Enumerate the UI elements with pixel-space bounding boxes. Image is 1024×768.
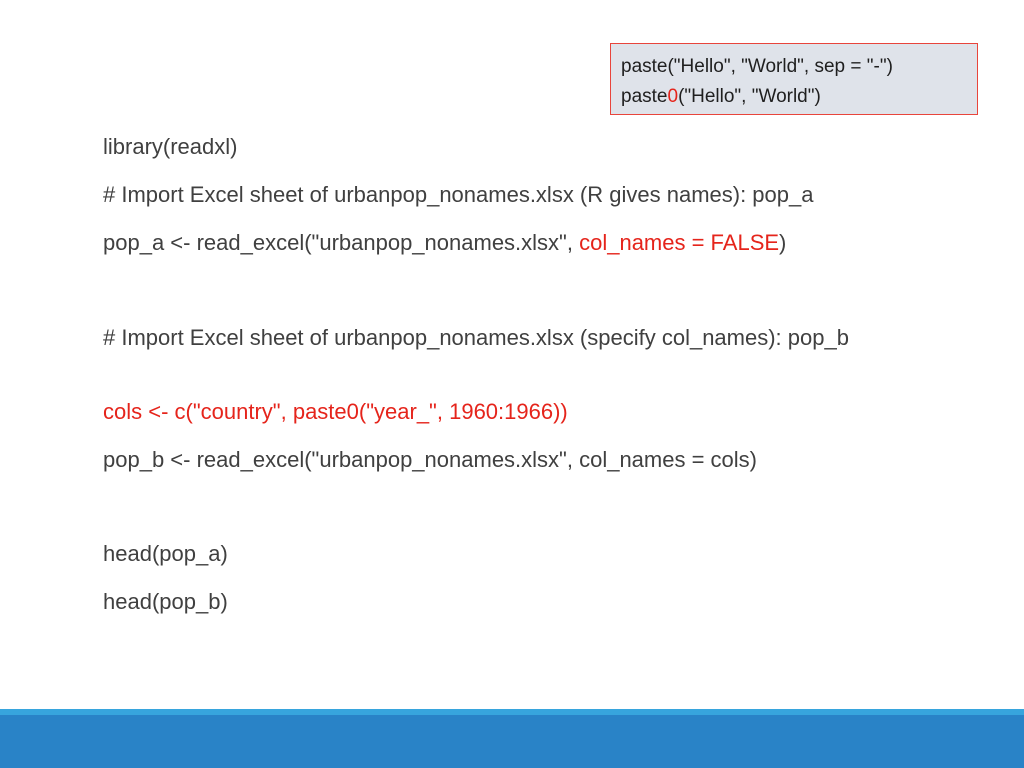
code-pop-a-suffix: ) bbox=[779, 230, 787, 255]
footer-bar bbox=[0, 709, 1024, 768]
paste-note-box: paste("Hello", "World", sep = "-") paste… bbox=[610, 43, 978, 115]
code-col-names-false-highlight: col_names = FALSE bbox=[579, 230, 780, 255]
note-paste-prefix: paste bbox=[621, 86, 668, 107]
code-line-head-pop-a: head(pop_a) bbox=[103, 541, 228, 566]
note-line-paste: paste("Hello", "World", sep = "-") bbox=[621, 56, 893, 77]
code-line-pop-a-assign: pop_a <- read_excel("urbanpop_nonames.xl… bbox=[103, 230, 786, 256]
code-pop-a-prefix: pop_a <- read_excel("urbanpop_nonames.xl… bbox=[103, 230, 580, 255]
code-line-comment-pop-a: # Import Excel sheet of urbanpop_nonames… bbox=[103, 182, 814, 207]
note-paste-args: ("Hello", "World") bbox=[678, 86, 821, 107]
note-line-paste0: paste0("Hello", "World") bbox=[621, 82, 967, 112]
code-line-pop-b-assign: pop_b <- read_excel("urbanpop_nonames.xl… bbox=[103, 447, 757, 472]
code-line-comment-pop-b: # Import Excel sheet of urbanpop_nonames… bbox=[103, 325, 849, 350]
footer-stripe bbox=[0, 709, 1024, 715]
code-line-cols-assign: cols <- c("country", paste0("year_", 196… bbox=[103, 399, 568, 424]
code-line-head-pop-b: head(pop_b) bbox=[103, 589, 228, 614]
code-line-library: library(readxl) bbox=[103, 134, 238, 159]
note-paste-zero-highlight: 0 bbox=[667, 86, 679, 107]
